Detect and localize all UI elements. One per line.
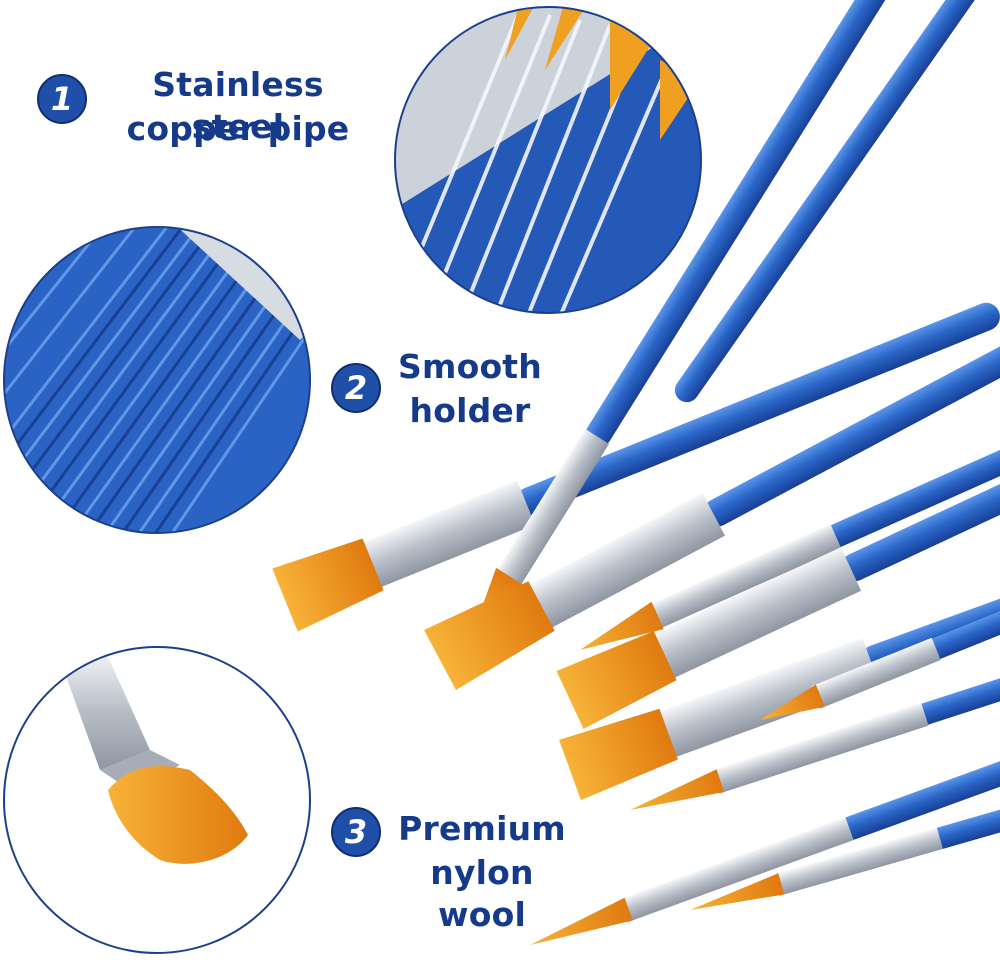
- badge-1-number: 1: [51, 80, 73, 118]
- feature-2-line2: holder: [409, 391, 531, 430]
- feature-1-line2: copper pipe: [126, 109, 350, 148]
- closeup-circle-handles: [3, 226, 311, 534]
- closeup-circle-brush-tip: [3, 646, 311, 954]
- badge-3-number: 3: [345, 813, 367, 851]
- closeup-circle-ferrules: [394, 6, 702, 314]
- badge-2-number: 2: [345, 369, 367, 407]
- feature-2-line1: Smooth: [398, 347, 542, 386]
- badge-1-icon: 1: [37, 74, 87, 124]
- feature-3-line1: Premium: [398, 809, 566, 848]
- badge-3-icon: 3: [331, 807, 381, 857]
- badge-2-icon: 2: [331, 363, 381, 413]
- brush-fan: [272, 0, 1000, 945]
- feature-1-line1: Stainless steel: [152, 65, 324, 146]
- feature-3-line2: nylon wool: [430, 853, 534, 934]
